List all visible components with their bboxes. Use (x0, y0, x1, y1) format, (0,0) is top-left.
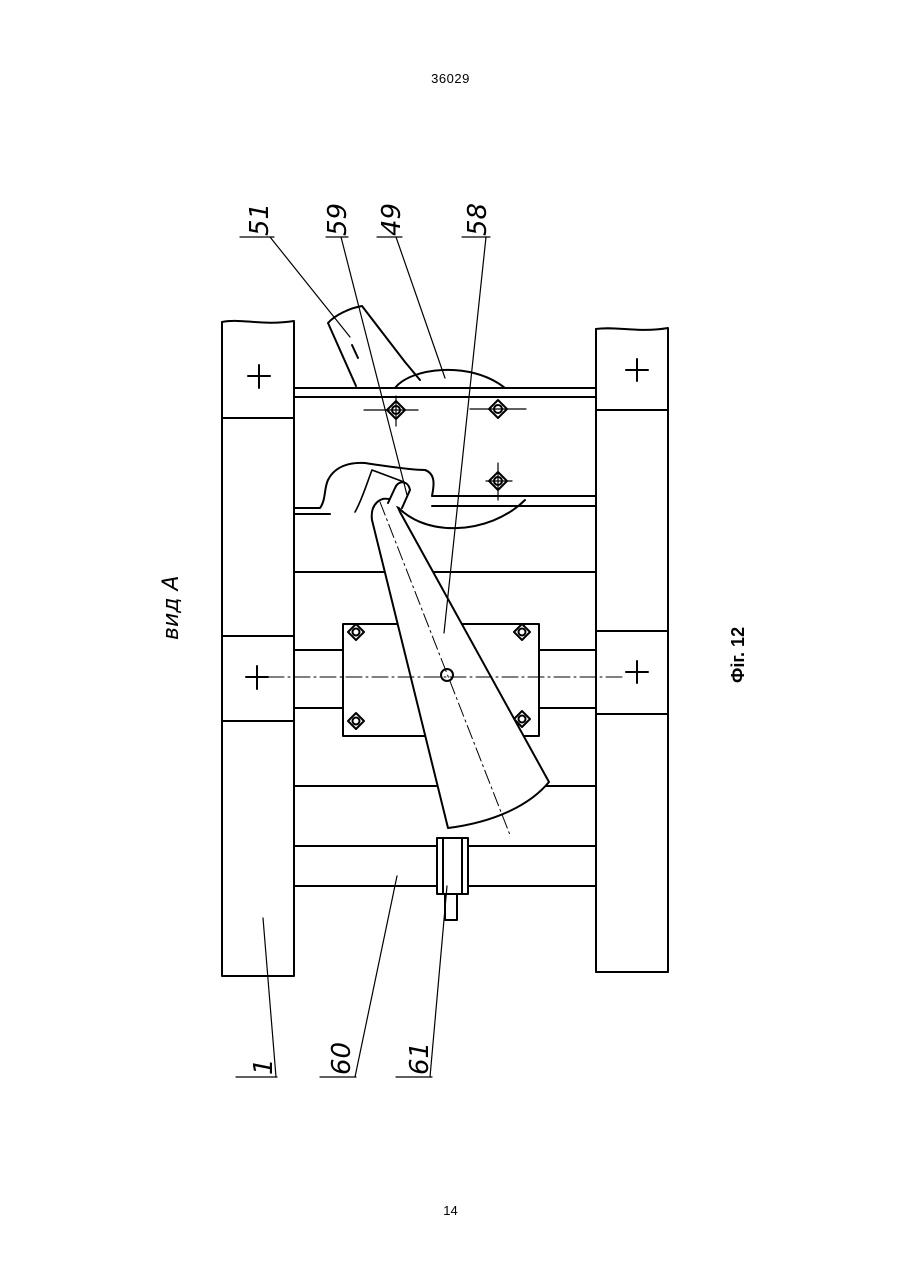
right-frame-rail (596, 328, 668, 972)
callout-58: 58 (463, 203, 493, 236)
callout-59: 59 (323, 203, 353, 236)
lever-58 (355, 470, 549, 835)
callout-61: 61 (405, 1042, 435, 1075)
figure-caption: Фіг. 12 (728, 627, 748, 683)
bracket-51 (328, 306, 420, 386)
callout-51: 51 (245, 203, 275, 236)
upper-crossbar (294, 388, 596, 397)
callout-1: 1 (249, 1058, 279, 1075)
shaft-60 (294, 846, 596, 886)
broken-crossbar (294, 463, 596, 514)
page-number: 14 (0, 1203, 901, 1218)
coupling-61 (437, 838, 468, 920)
plate-bolts (364, 396, 526, 500)
left-frame-rail (222, 321, 294, 976)
mounting-plate-49 (392, 370, 525, 528)
callout-60: 60 (327, 1042, 357, 1075)
view-label: вид А (159, 575, 184, 640)
callout-49: 49 (377, 203, 407, 236)
